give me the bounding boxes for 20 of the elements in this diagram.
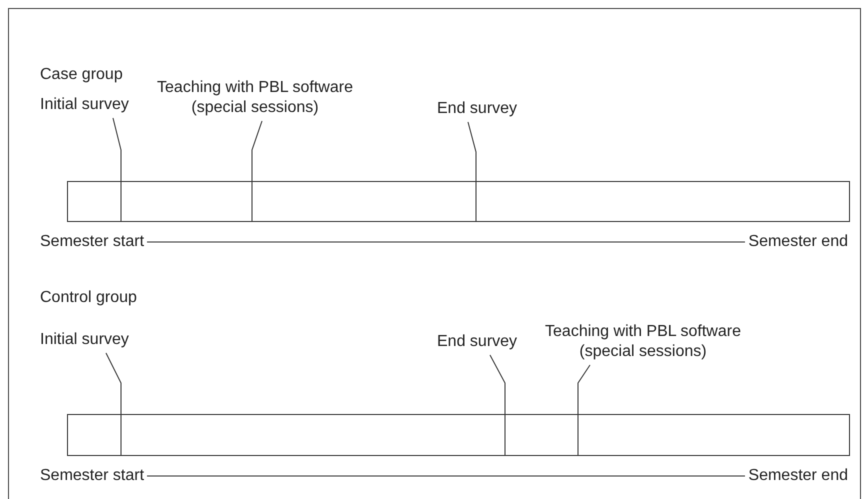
timeline-bar <box>67 414 850 456</box>
leader-line <box>468 122 476 182</box>
timeline-label: Semester end <box>748 232 848 252</box>
timeline-bar <box>67 181 850 222</box>
timeline-label: End survey <box>437 332 518 352</box>
group-heading: Case group <box>40 65 123 85</box>
group-heading: Control group <box>40 288 137 308</box>
timeline-label: Semester end <box>748 466 848 486</box>
timeline-label: Semester start <box>40 466 144 486</box>
timeline-label: Teaching with PBL software (special sessions) <box>538 322 748 362</box>
timeline-label: End survey <box>437 99 518 119</box>
leader-line <box>106 352 122 414</box>
timeline-label: Initial survey <box>40 95 129 115</box>
leader-line <box>578 364 590 414</box>
leader-line <box>252 120 262 182</box>
leader-line <box>112 118 122 182</box>
timeline-label: Teaching with PBL software (special sessions) <box>150 78 360 118</box>
timeline-label: Semester start <box>40 232 144 252</box>
timeline-label: Initial survey <box>40 330 129 350</box>
leader-line <box>490 354 506 414</box>
